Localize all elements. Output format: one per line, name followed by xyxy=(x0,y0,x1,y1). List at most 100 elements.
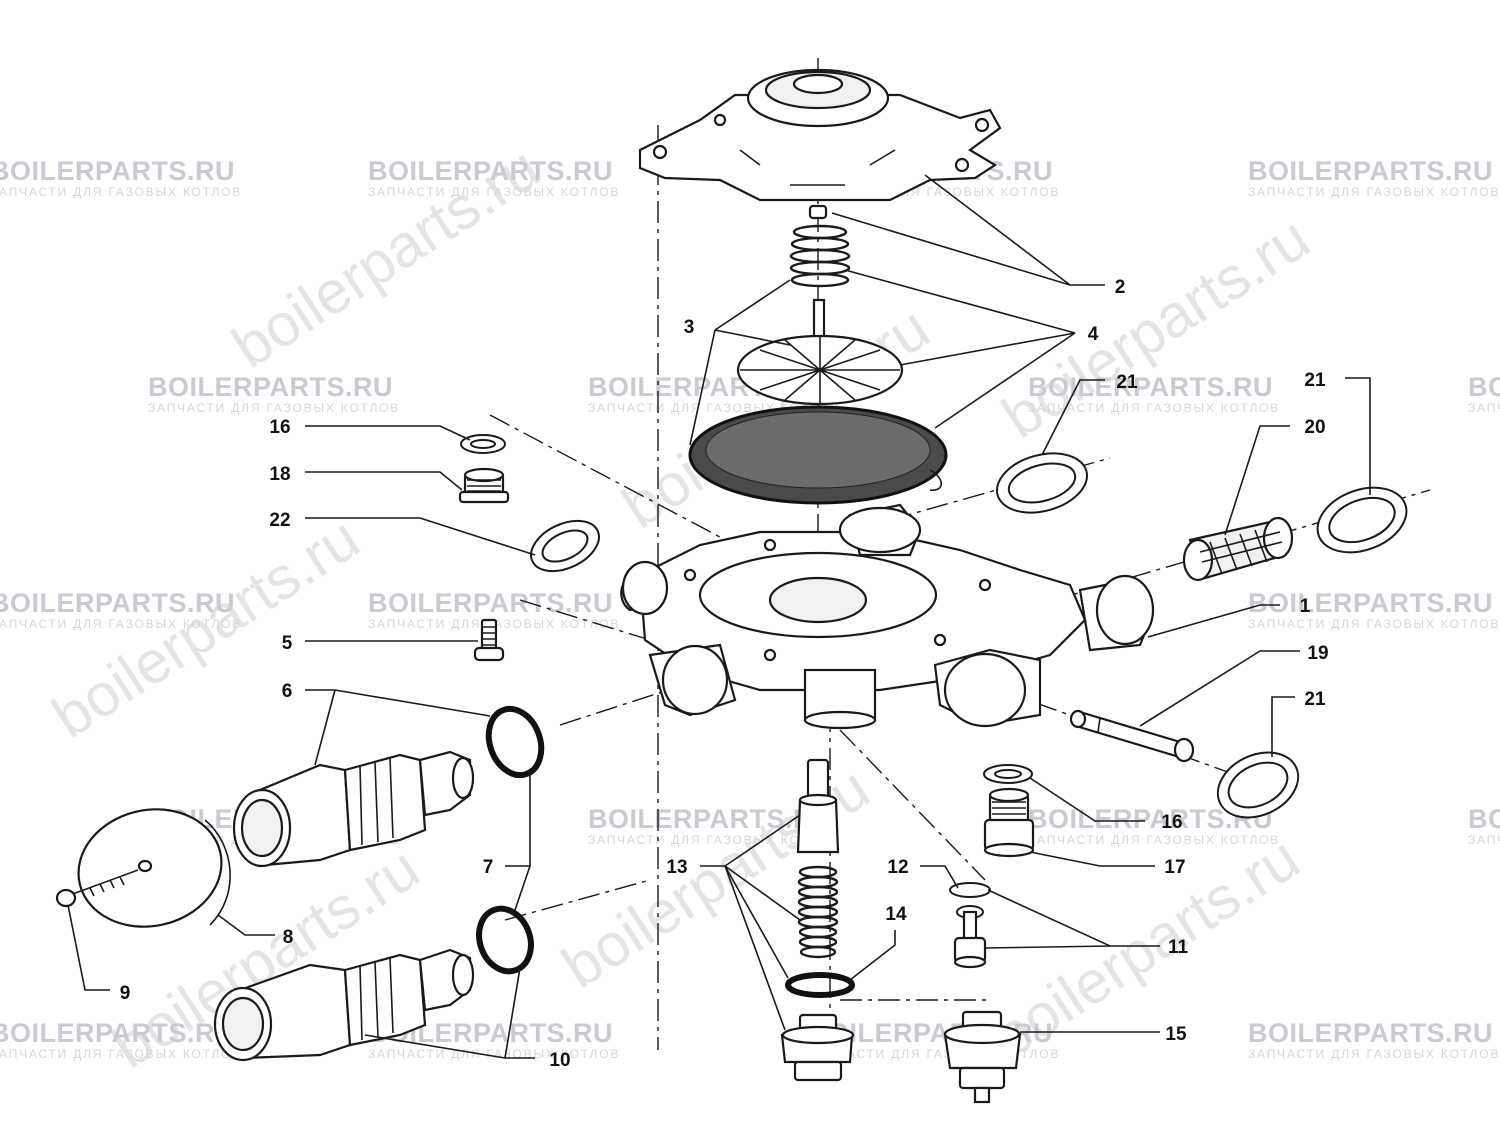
valve-body-lower-right-port-face xyxy=(943,652,1027,728)
diaphragm-plate xyxy=(736,334,904,406)
callout-15: 15 xyxy=(1165,1024,1187,1045)
brand-watermark: BOILERPARTS.RU ЗАПЧАСТИ ДЛЯ ГАЗОВЫХ КОТЛ… xyxy=(0,156,242,199)
leader-4 xyxy=(899,332,1076,366)
callout-6: 6 xyxy=(282,681,293,702)
callout-21-upper-middle: 21 xyxy=(1116,372,1138,393)
gasket-21-upper-middle xyxy=(995,452,1089,514)
brand-watermark-tagline: ЗАПЧАСТИ ДЛЯ ГАЗОВЫХ КОТЛОВ xyxy=(1028,401,1280,415)
brand-watermark-text: BOILERPARTS.RU xyxy=(1028,372,1273,402)
callout-17: 17 xyxy=(1164,857,1185,878)
leader-3 xyxy=(714,279,791,331)
callout-1: 1 xyxy=(1300,596,1311,617)
brand-watermark-tagline: ЗАПЧАСТИ ДЛЯ ГАЗОВЫХ КОТЛОВ xyxy=(368,185,620,199)
brand-watermark: BOILERPARTS.RU ЗАПЧАСТИ ДЛЯ ГАЗОВЫХ КОТЛ… xyxy=(1028,372,1280,415)
filter-20 xyxy=(1182,516,1294,582)
callout-12: 12 xyxy=(887,857,908,878)
brand-watermark-tagline: ЗАПЧАСТИ ДЛЯ ГАЗОВЫХ КОТЛОВ xyxy=(148,401,400,415)
brand-watermark-tagline: ЗАПЧАСТИ ДЛЯ ГАЗОВЫХ КОТЛОВ xyxy=(368,1047,620,1061)
brand-watermark: BOILERPARTS.RU ЗАПЧАСТИ ДЛЯ ГАЗОВЫХ КОТЛ… xyxy=(1248,1018,1500,1061)
brand-watermark-tagline: ЗАПЧАСТИ ДЛЯ ГАЗОВЫХ КОТЛОВ xyxy=(0,185,242,199)
plug-17 xyxy=(983,787,1035,858)
brand-watermark-tagline: ЗАПЧАСТИ ДЛЯ ГАЗОВЫХ КОТЛОВ xyxy=(0,1047,242,1061)
o-ring-7-lower xyxy=(476,905,534,975)
leader-6 xyxy=(314,689,336,766)
brand-watermark-tagline: ЗАПЧАСТИ ДЛЯ ГАЗОВЫХ КОТЛОВ xyxy=(1468,833,1500,847)
valve-body-hole xyxy=(683,568,697,582)
brand-watermark: BOILERPARTS.RU ЗАПЧАСТИ ДЛЯ ГАЗОВЫХ КОТЛ… xyxy=(1468,804,1500,847)
valve-body-right-port-face xyxy=(1095,574,1155,646)
top-cover xyxy=(638,68,1002,202)
brand-watermark: BOILERPARTS.RU ЗАПЧАСТИ ДЛЯ ГАЗОВЫХ КОТЛ… xyxy=(148,372,400,415)
brand-watermark: BOILERPARTS.RU ЗАПЧАСТИ ДЛЯ ГАЗОВЫХ КОТЛ… xyxy=(0,1018,242,1061)
brand-watermark-tagline: ЗАПЧАСТИ ДЛЯ ГАЗОВЫХ КОТЛОВ xyxy=(1248,185,1500,199)
plug-18 xyxy=(458,467,510,504)
callout-8: 8 xyxy=(283,927,294,948)
valve-body-seat xyxy=(768,576,868,624)
brand-watermark-text: BOILERPARTS.RU xyxy=(1248,588,1493,618)
brand-watermark: BOILERPARTS.RU ЗАПЧАСТИ ДЛЯ ГАЗОВЫХ КОТЛ… xyxy=(1248,156,1500,199)
right-side-parts xyxy=(983,452,1408,858)
brand-watermark-text: BOILERPARTS.RU xyxy=(148,372,393,402)
callout-18: 18 xyxy=(269,464,290,485)
gasket-21-upper-right xyxy=(1316,486,1408,554)
callout-4: 4 xyxy=(1088,324,1099,345)
leader-12 xyxy=(920,865,959,889)
washer-16-upper-hole xyxy=(470,439,496,449)
leader-9 xyxy=(67,904,110,991)
knob-8 xyxy=(77,808,231,928)
plug-axis-line xyxy=(489,414,736,546)
knob-8-rim xyxy=(204,819,231,926)
union-fitting-lower xyxy=(213,948,475,1062)
top-cover-hole xyxy=(974,117,990,133)
valve-body-bottom-stem-face xyxy=(803,710,877,730)
leader-8 xyxy=(217,914,275,936)
brand-watermark-text: BOILERPARTS.RU xyxy=(0,588,235,618)
screw-9 xyxy=(55,869,139,908)
brand-watermark-tagline: ЗАПЧАСТИ ДЛЯ ГАЗОВЫХ КОТЛОВ xyxy=(1248,1047,1500,1061)
leader-18 xyxy=(305,471,463,491)
leader-1 xyxy=(1147,604,1280,638)
cartridge-13-base xyxy=(780,1013,855,1082)
gasket-22 xyxy=(530,519,600,573)
leader-13 xyxy=(724,865,789,979)
leader-21-upper-middle xyxy=(1041,379,1105,456)
left-side-parts xyxy=(55,434,600,1062)
callout-7: 7 xyxy=(483,857,494,878)
cartridge-15 xyxy=(943,1010,1022,1104)
leader-2 xyxy=(831,212,1071,286)
brand-watermark-tagline: ЗАПЧАСТИ ДЛЯ ГАЗОВЫХ КОТЛОВ xyxy=(1028,833,1280,847)
leader-4 xyxy=(844,269,1076,334)
screw-5 xyxy=(473,618,505,662)
left-port-axis-line xyxy=(559,669,731,726)
callout-labels: 2 3 4 21 21 20 16 18 22 1 5 19 6 21 16 1… xyxy=(120,277,1329,1071)
brand-watermark-text: BOILERPARTS.RU xyxy=(1468,372,1500,402)
leader-7 xyxy=(514,865,531,911)
brand-watermark-tagline: ЗАПЧАСТИ ДЛЯ ГАЗОВЫХ КОТЛОВ xyxy=(1468,401,1500,415)
brand-watermark-tagline: ЗАПЧАСТИ ДЛЯ ГАЗОВЫХ КОТЛОВ xyxy=(1248,617,1500,631)
check-valve-11 xyxy=(949,882,991,969)
brand-watermark: BOILERPARTS.RU ЗАПЧАСТИ ДЛЯ ГАЗОВЫХ КОТЛ… xyxy=(588,804,840,847)
valve-body-hole xyxy=(933,633,947,647)
lower-spring xyxy=(797,865,839,959)
brand-watermark: BOILERPARTS.RU ЗАПЧАСТИ ДЛЯ ГАЗОВЫХ КОТЛ… xyxy=(0,588,242,631)
piston-13 xyxy=(796,758,840,854)
valve-body-left-inlet xyxy=(621,560,669,616)
screw-axis-line xyxy=(519,599,651,641)
bottom-center-parts xyxy=(780,758,1022,1104)
brand-watermark-text: BOILERPARTS.RU xyxy=(588,804,833,834)
drain-axis-line xyxy=(839,729,986,881)
brand-watermark-tagline: ЗАПЧАСТИ ДЛЯ ГАЗОВЫХ КОТЛОВ xyxy=(588,833,840,847)
upper-spring xyxy=(789,224,851,288)
top-cover-hole xyxy=(954,157,970,173)
callout-21-lower: 21 xyxy=(1304,689,1326,710)
callout-13: 13 xyxy=(666,857,687,878)
brand-watermark-text: BOILERPARTS.RU xyxy=(368,156,613,186)
leader-21-upper-right xyxy=(1345,377,1371,495)
leader-14 xyxy=(849,930,896,981)
brand-watermark-text: BOILERPARTS.RU xyxy=(1468,804,1500,834)
top-cover-hole xyxy=(713,113,727,127)
leader-10 xyxy=(364,1034,506,1059)
callout-19: 19 xyxy=(1307,643,1328,664)
brand-watermark-tagline: ЗАПЧАСТИ ДЛЯ ГАЗОВЫХ КОТЛОВ xyxy=(0,617,242,631)
leader-16-lower xyxy=(1029,777,1145,822)
